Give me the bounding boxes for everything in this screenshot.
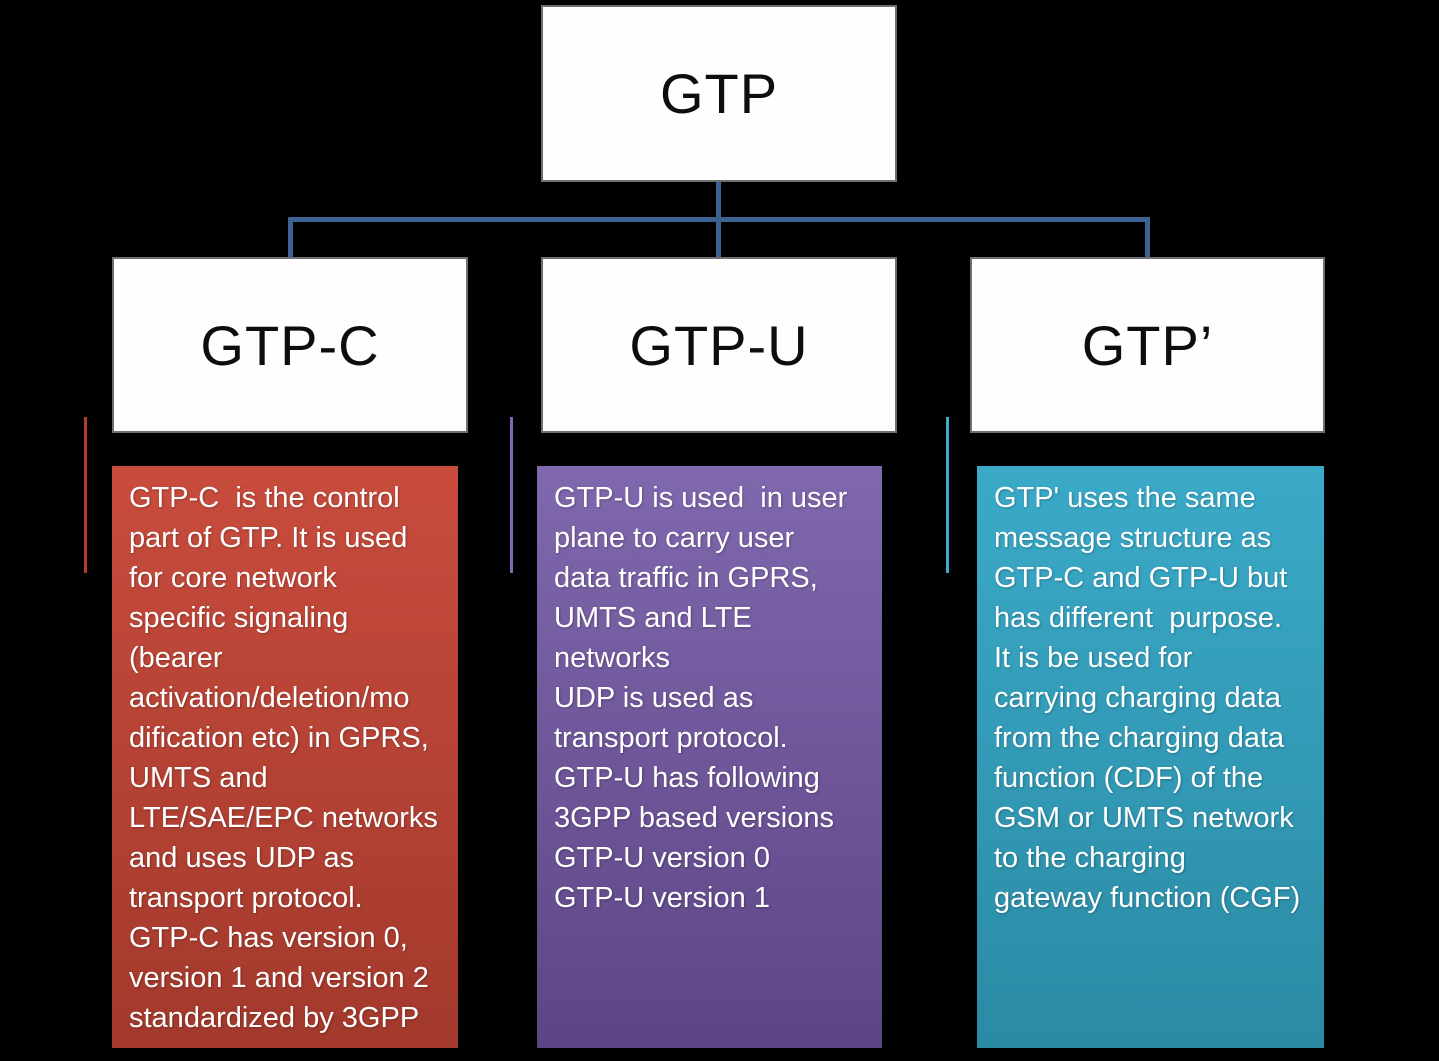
gtp-c-description-box: GTP-C is the control part of GTP. It is …: [112, 466, 458, 1048]
gtp-prime-title-box: GTP’: [970, 257, 1325, 433]
connector-stem: [716, 182, 721, 222]
gtp-c-accent-line: [84, 417, 87, 573]
gtp-prime-accent-line: [946, 417, 949, 573]
gtp-c-title: GTP-C: [200, 313, 380, 377]
connector-drop-gtp-prime: [1145, 217, 1150, 257]
gtp-u-description-box: GTP-U is used in user plane to carry use…: [537, 466, 882, 1048]
gtp-root-box: GTP: [541, 5, 897, 182]
gtp-c-title-box: GTP-C: [112, 257, 468, 433]
gtp-prime-description: GTP' uses the same message structure as …: [994, 482, 1301, 914]
gtp-prime-description-box: GTP' uses the same message structure as …: [977, 466, 1324, 1048]
gtp-u-title: GTP-U: [629, 313, 809, 377]
gtp-u-description: GTP-U is used in user plane to carry use…: [554, 482, 848, 914]
gtp-c-description: GTP-C is the control part of GTP. It is …: [129, 482, 438, 1034]
gtp-prime-title: GTP’: [1081, 313, 1214, 377]
gtp-u-title-box: GTP-U: [541, 257, 897, 433]
connector-drop-gtp-u: [716, 217, 721, 257]
gtp-root-label: GTP: [659, 62, 779, 125]
connector-drop-gtp-c: [288, 217, 293, 257]
gtp-u-accent-line: [510, 417, 513, 573]
